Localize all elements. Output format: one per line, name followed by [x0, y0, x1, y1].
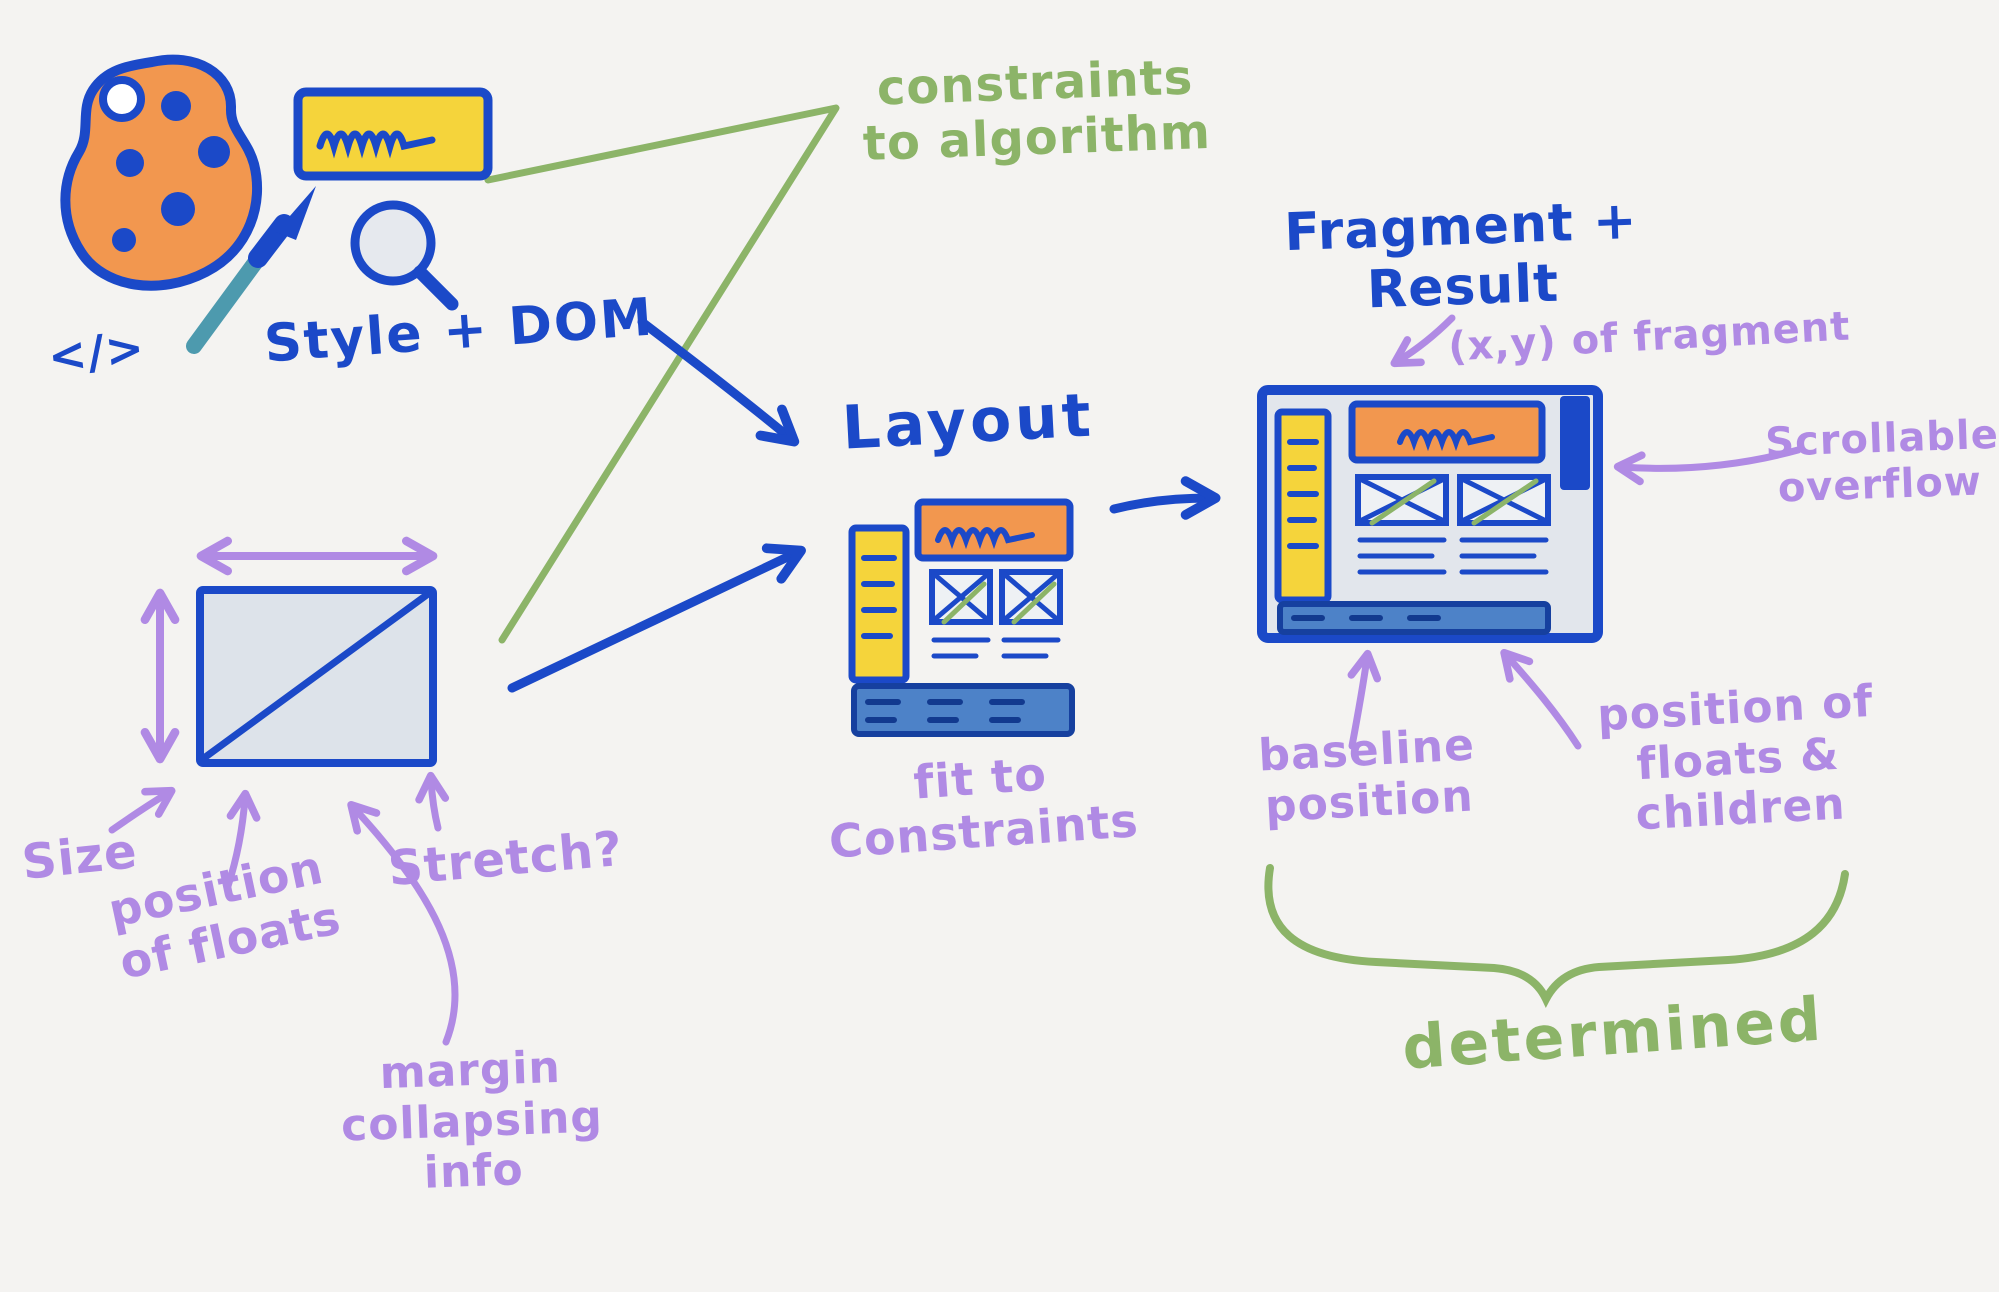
constraints-to-algorithm-line [484, 104, 840, 644]
size-box [196, 586, 437, 767]
position-floats-children-label: position of floats & children [1595, 675, 1875, 841]
position-of-floats-pointer-arrow [224, 789, 261, 890]
xy-fragment-pointer-arrow [1390, 314, 1456, 368]
margin-collapsing-pointer-arrow [347, 800, 459, 1046]
constraints-to-algorithm-label: constraints to algorithm [862, 49, 1212, 173]
baseline-position-pointer-arrow [1347, 649, 1382, 750]
baseline-position-label: baseline position [1257, 719, 1477, 832]
code-icon: </> [45, 320, 148, 384]
margin-collapsing-info-label: margin collapsing info [340, 1041, 604, 1199]
arrow-layout-to-fragment [1109, 476, 1221, 520]
fragment-wireframe [1257, 385, 1603, 643]
layout-wireframe [848, 498, 1075, 737]
stretch-pointer-arrow [415, 771, 450, 832]
scrollbar-thumb [1560, 396, 1590, 490]
scrollable-overflow-label: Scrollable overflow [1764, 411, 1999, 512]
layout-label: Layout [840, 380, 1097, 464]
determined-brace [1264, 864, 1849, 1008]
arrow-sizebox-to-layout [507, 543, 806, 693]
fragment-result-label: Fragment + Result [1283, 190, 1639, 321]
floats-children-pointer-arrow [1500, 648, 1582, 750]
paintbrush-icon [186, 186, 316, 354]
scrollable-overflow-pointer-arrow [1613, 446, 1802, 486]
size-pointer-arrow [108, 786, 176, 834]
palette-icon [60, 54, 262, 291]
style-swatch-icon [293, 87, 493, 181]
arrow-styledom-to-layout [637, 317, 800, 447]
magnifier-icon [350, 200, 459, 311]
